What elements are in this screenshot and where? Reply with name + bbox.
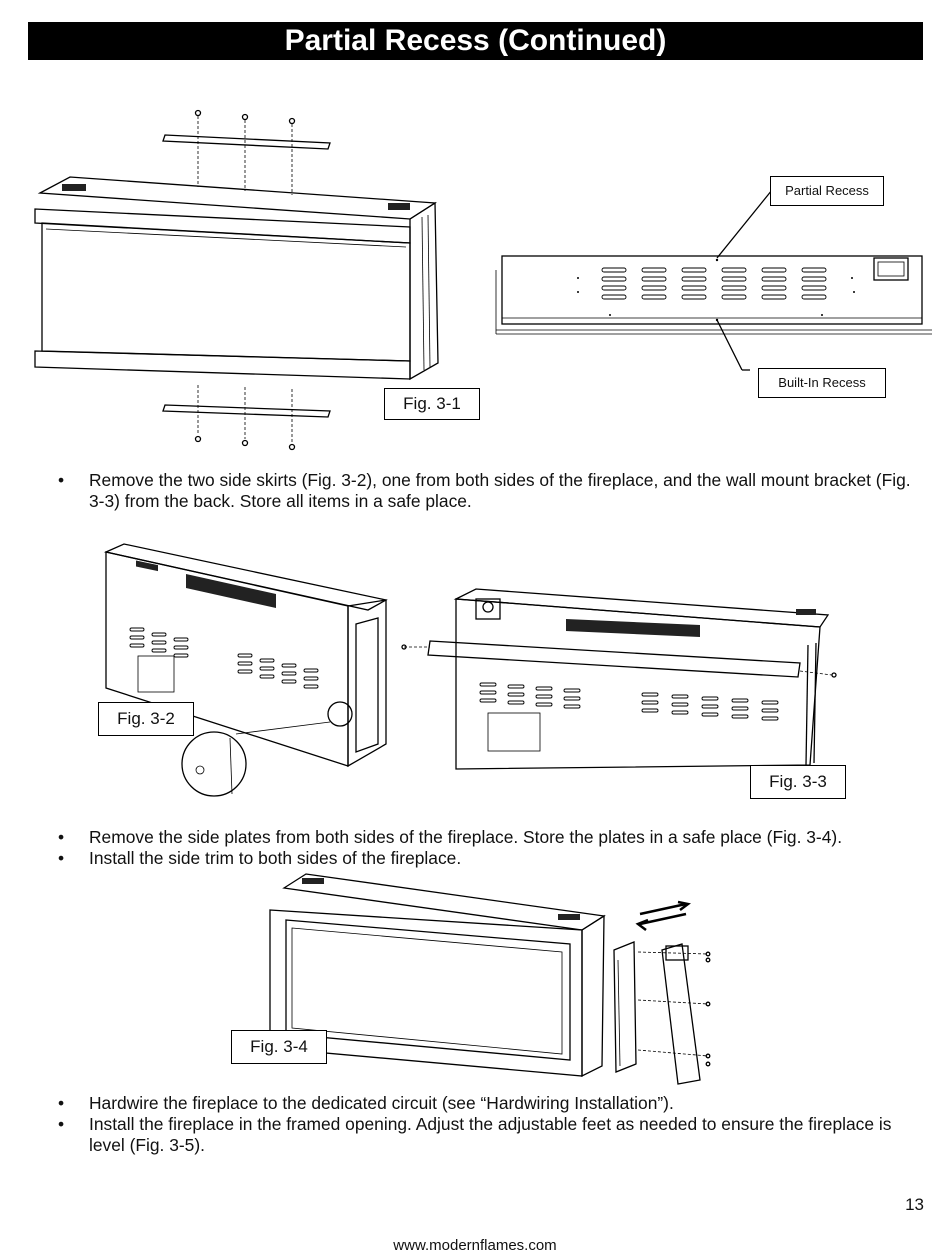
figure-3-4-label: Fig. 3-4: [231, 1030, 327, 1064]
instruction-list-1: •Remove the two side skirts (Fig. 3-2), …: [58, 470, 918, 512]
list-item: •Hardwire the fireplace to the dedicated…: [58, 1093, 674, 1113]
figure-3-3-label: Fig. 3-3: [750, 765, 846, 799]
page-number: 13: [905, 1195, 924, 1214]
bullet-icon: •: [58, 470, 65, 490]
swap-arrows-icon: [634, 900, 694, 932]
instruction-list-3: •Hardwire the fireplace to the dedicated…: [58, 1093, 918, 1156]
bullet-icon: •: [58, 848, 65, 868]
figure-3-1-fireplace-front: [30, 105, 450, 455]
figure-3-3-wall-mount-bracket: [400, 585, 840, 785]
list-item: •Remove the side plates from both sides …: [58, 827, 843, 847]
figure-top-view-recess: [492, 170, 932, 400]
list-item: •Remove the two side skirts (Fig. 3-2), …: [58, 470, 911, 511]
instruction-list-2: •Remove the side plates from both sides …: [58, 827, 918, 869]
list-item: •Install the side trim to both sides of …: [58, 848, 462, 868]
bullet-icon: •: [58, 1093, 65, 1113]
footer-website: www.modernflames.com: [393, 1237, 557, 1254]
list-item: •Install the fireplace in the framed ope…: [58, 1114, 892, 1155]
figure-3-2-label: Fig. 3-2: [98, 702, 194, 736]
figure-3-2-side-skirt-removal: [96, 538, 396, 808]
callout-built-in-recess: Built-In Recess: [758, 368, 886, 398]
figure-3-4-side-plate-trim: [262, 870, 722, 1085]
callout-partial-recess: Partial Recess: [770, 176, 884, 206]
bullet-icon: •: [58, 827, 65, 847]
page-title: Partial Recess (Continued): [28, 22, 923, 60]
figure-3-1-label: Fig. 3-1: [384, 388, 480, 420]
bullet-icon: •: [58, 1114, 65, 1134]
